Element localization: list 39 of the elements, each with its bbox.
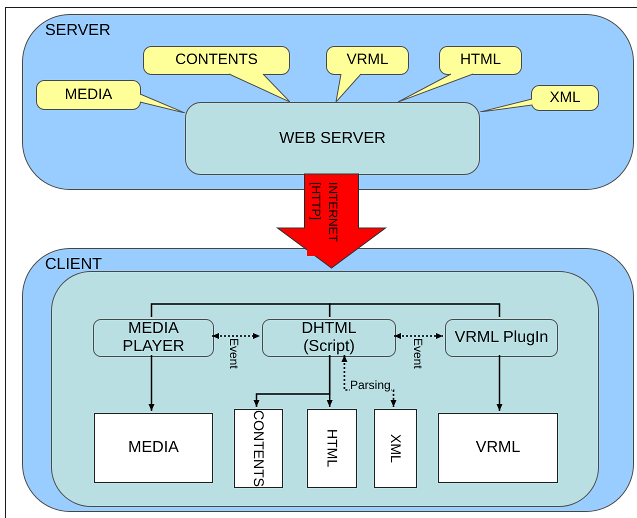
process-box bbox=[445, 319, 558, 357]
dotted-arrow bbox=[394, 333, 443, 339]
zone-label: CLIENT bbox=[45, 256, 102, 273]
document-box bbox=[234, 409, 283, 488]
callout-bubble bbox=[480, 85, 599, 112]
dotted-arrow bbox=[212, 333, 260, 339]
box-label: XML bbox=[550, 88, 580, 108]
callout-bubble bbox=[398, 46, 522, 102]
document-box bbox=[307, 409, 357, 488]
server-box bbox=[185, 102, 480, 175]
zone-label: SERVER bbox=[45, 22, 111, 39]
box-label: HTML bbox=[460, 50, 501, 70]
callout-bubble bbox=[36, 80, 185, 113]
box-label: VRML bbox=[346, 50, 388, 70]
box-label: VRML bbox=[476, 438, 520, 458]
document-box bbox=[438, 413, 558, 483]
connector-line bbox=[150, 303, 330, 317]
arrow bbox=[148, 355, 154, 411]
document-box bbox=[94, 413, 213, 483]
process-box bbox=[262, 319, 396, 357]
box-label: MEDIA bbox=[128, 438, 179, 458]
box-label: HTML bbox=[324, 429, 342, 468]
box-label: MEDIA bbox=[64, 84, 112, 105]
browser-panel bbox=[51, 271, 599, 507]
box-label: VRML PlugIn bbox=[454, 329, 550, 347]
box-label: MEDIA PLAYER bbox=[122, 320, 186, 356]
document-box bbox=[374, 409, 417, 488]
callout-bubble bbox=[326, 46, 409, 102]
arrow bbox=[496, 355, 502, 411]
arrow bbox=[326, 355, 333, 407]
callout-bubble bbox=[143, 46, 290, 102]
box-label: DHTML (Script) bbox=[300, 320, 358, 356]
box-label: CONTENTS bbox=[175, 50, 258, 70]
zone-band bbox=[22, 248, 634, 512]
box-label: CONTENTS bbox=[250, 410, 268, 487]
box-label: XML bbox=[387, 434, 405, 463]
connector-line bbox=[328, 303, 500, 317]
process-box bbox=[93, 319, 214, 357]
box-label: WEB SERVER bbox=[279, 128, 386, 148]
